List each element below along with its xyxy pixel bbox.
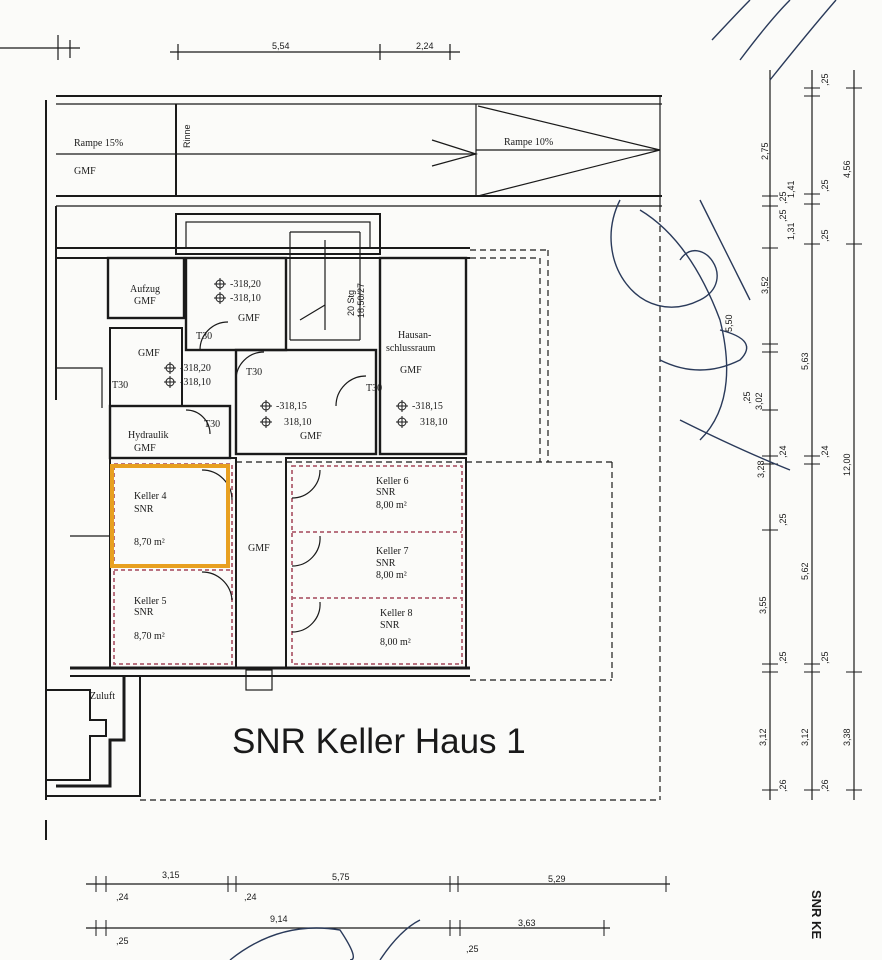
keller4-area: 8,70 m² <box>134 537 165 548</box>
dim-right-inner-7: 5,50 <box>724 314 734 332</box>
aufzug-use: GMF <box>134 296 156 307</box>
zuluft-label: Zuluft <box>90 691 115 702</box>
dim-right-inner-4: ,25 <box>778 209 788 222</box>
keller8-name: Keller 8 <box>380 608 413 619</box>
dim-right-inner-13: ,25 <box>778 651 788 664</box>
hausanschluss-level-2: 318,10 <box>420 417 448 428</box>
dim-right-inner-15: ,26 <box>778 779 788 792</box>
ramp-left-label: Rampe 15% <box>74 138 124 149</box>
plan-title: SNR Keller Haus 1 <box>232 722 526 761</box>
stair-room-level-1: -318,20 <box>230 279 261 290</box>
dim-bottom2-2: 9,14 <box>270 914 288 924</box>
side-title: SNR KE <box>809 890 824 940</box>
dim-right-inner-6: 3,52 <box>760 276 770 294</box>
dim-right-inner-9: 3,02 <box>754 392 764 410</box>
dim-right-mid-5: ,24 <box>820 445 830 458</box>
gmf-room-use: GMF <box>138 348 160 359</box>
stair-room-level-2: -318,10 <box>230 293 261 304</box>
dim-right-inner-14: 3,12 <box>758 728 768 746</box>
stair-room-use: GMF <box>238 313 260 324</box>
keller6-use: SNR <box>376 487 396 498</box>
middle-room-level-2: 318,10 <box>284 417 312 428</box>
dim-right-mid-3: ,25 <box>820 229 830 242</box>
keller5-name: Keller 5 <box>134 596 167 607</box>
dim-bottom1-4: 5,75 <box>332 872 350 882</box>
dim-right-inner-5: 1,31 <box>786 222 796 240</box>
stair-ratio-label: 18,50/27 <box>356 282 366 318</box>
dim-bottom1-5: 5,29 <box>548 874 566 884</box>
hausanschluss-use: GMF <box>400 365 422 376</box>
dim-right-inner-11: ,25 <box>778 513 788 526</box>
door-t30-hydraulik: T30 <box>204 419 221 430</box>
dim-right-inner-12: 3,55 <box>758 596 768 614</box>
dim-right-mid-10: ,26 <box>820 779 830 792</box>
dim-bottom1-1: ,24 <box>116 892 129 902</box>
dim-right-outer-2: 12,00 <box>842 453 852 476</box>
dim-bottom1-2: 3,15 <box>162 870 180 880</box>
keller7-use: SNR <box>376 558 396 569</box>
dim-right-inner-1: 2,75 <box>760 142 770 160</box>
door-t30-hausanschluss: T30 <box>366 383 383 394</box>
keller7-area: 8,00 m² <box>376 570 407 581</box>
dim-bottom1-3: ,24 <box>244 892 257 902</box>
keller4-name: Keller 4 <box>134 491 167 502</box>
door-t30-middle: T30 <box>246 367 263 378</box>
aufzug-name: Aufzug <box>130 284 160 295</box>
dim-right-mid-6: ,24 <box>778 445 788 458</box>
keller6-name: Keller 6 <box>376 476 409 487</box>
dim-right-inner-10: 3,28 <box>756 460 766 478</box>
keller8-use: SNR <box>380 620 400 631</box>
rinne-label: Rinne <box>182 124 192 148</box>
dim-right-mid-2: ,25 <box>820 179 830 192</box>
door-t30-left: T30 <box>112 380 129 391</box>
dim-bottom2-1: ,25 <box>116 936 129 946</box>
ramp-gmf-label: GMF <box>74 166 96 177</box>
gmf-room-level-1: -318,20 <box>180 363 211 374</box>
dim-top-2: 2,24 <box>416 41 434 51</box>
dim-right-mid-9: 3,12 <box>800 728 810 746</box>
keller4-use: SNR <box>134 504 154 515</box>
stair-count-label: 20 Stg <box>346 289 356 316</box>
dim-right-inner-3: 1,41 <box>786 180 796 198</box>
dim-right-outer-1: 4,56 <box>842 160 852 178</box>
middle-room-use: GMF <box>300 431 322 442</box>
corridor-use: GMF <box>248 543 270 554</box>
door-t30-stair: T30 <box>196 331 213 342</box>
dim-right-mid-8: ,25 <box>820 651 830 664</box>
keller7-name: Keller 7 <box>376 546 409 557</box>
dim-right-mid-4: 5,63 <box>800 352 810 370</box>
keller5-use: SNR <box>134 607 154 618</box>
hausanschluss-level-1: -318,15 <box>412 401 443 412</box>
hausanschluss-name-1: Hausan- <box>398 330 432 341</box>
ramp-right-label: Rampe 10% <box>504 137 554 148</box>
dim-right-mid-7: 5,62 <box>800 562 810 580</box>
dim-right-inner-8: ,25 <box>742 391 752 404</box>
hydraulik-name: Hydraulik <box>128 430 169 441</box>
gmf-room-level-2: -318,10 <box>180 377 211 388</box>
dim-right-outer-3: 3,38 <box>842 728 852 746</box>
keller6-area: 8,00 m² <box>376 500 407 511</box>
dim-top-1: 5,54 <box>272 41 290 51</box>
dim-right-mid-1: ,25 <box>820 73 830 86</box>
keller8-area: 8,00 m² <box>380 637 411 648</box>
middle-room-level-1: -318,15 <box>276 401 307 412</box>
dim-bottom2-3: 3,63 <box>518 918 536 928</box>
hydraulik-use: GMF <box>134 443 156 454</box>
hausanschluss-name-2: schlussraum <box>386 343 436 354</box>
keller5-area: 8,70 m² <box>134 631 165 642</box>
dim-bottom2-4: ,25 <box>466 944 479 954</box>
